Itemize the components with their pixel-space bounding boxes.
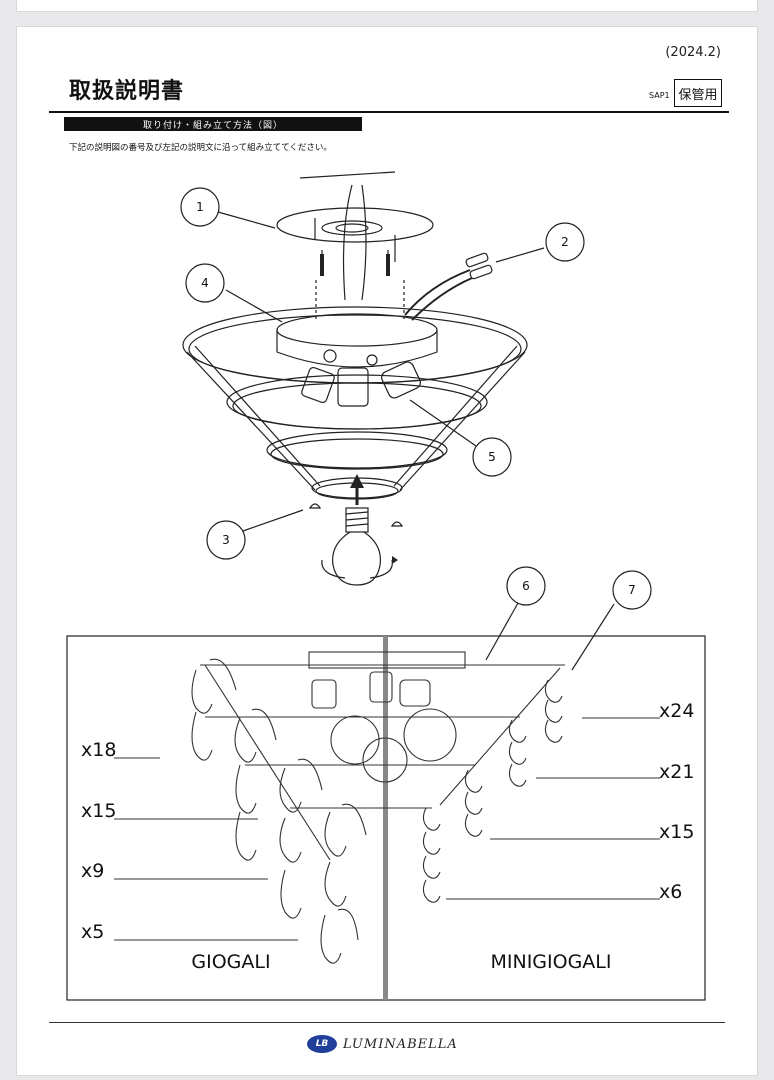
giogali-count-1: x18 (81, 739, 116, 761)
minigiogali-count-1: x24 (659, 700, 694, 722)
minigiogali-count-3: x15 (659, 821, 694, 843)
previous-page-edge (16, 0, 758, 12)
callout-1: 1 (196, 200, 204, 214)
logo-badge: LB (307, 1035, 337, 1053)
callout-4: 4 (201, 276, 209, 290)
giogali-count-2: x15 (81, 800, 116, 822)
instruction-text: 下記の説明図の番号及び左記の説明文に沿って組み立ててください。 (69, 143, 332, 153)
revision-date: (2024.2) (665, 45, 721, 60)
brand-logo: LB LUMINABELLA (307, 1035, 458, 1053)
giogali-count-4: x5 (81, 921, 104, 943)
minigiogali-label: MINIGIOGALI (490, 951, 611, 973)
callout-5: 5 (488, 450, 496, 464)
panel-divider (383, 636, 388, 1000)
callout-2: 2 (561, 235, 569, 249)
callout-3: 3 (222, 533, 230, 547)
page-title: 取扱説明書 (69, 79, 185, 104)
brand-name: LUMINABELLA (343, 1036, 458, 1052)
footer-rule (49, 1022, 725, 1023)
keep-stamp: 保管用 (674, 79, 722, 107)
model-code: SAP1 (649, 91, 670, 100)
title-rule (49, 111, 729, 113)
minigiogali-count-2: x21 (659, 761, 694, 783)
giogali-count-3: x9 (81, 860, 104, 882)
callout-6: 6 (522, 579, 530, 593)
section-heading: 取り付け・組み立て方法（図） (64, 117, 362, 131)
giogali-label: GIOGALI (191, 951, 270, 973)
callout-7: 7 (628, 583, 636, 597)
minigiogali-count-4: x6 (659, 881, 682, 903)
